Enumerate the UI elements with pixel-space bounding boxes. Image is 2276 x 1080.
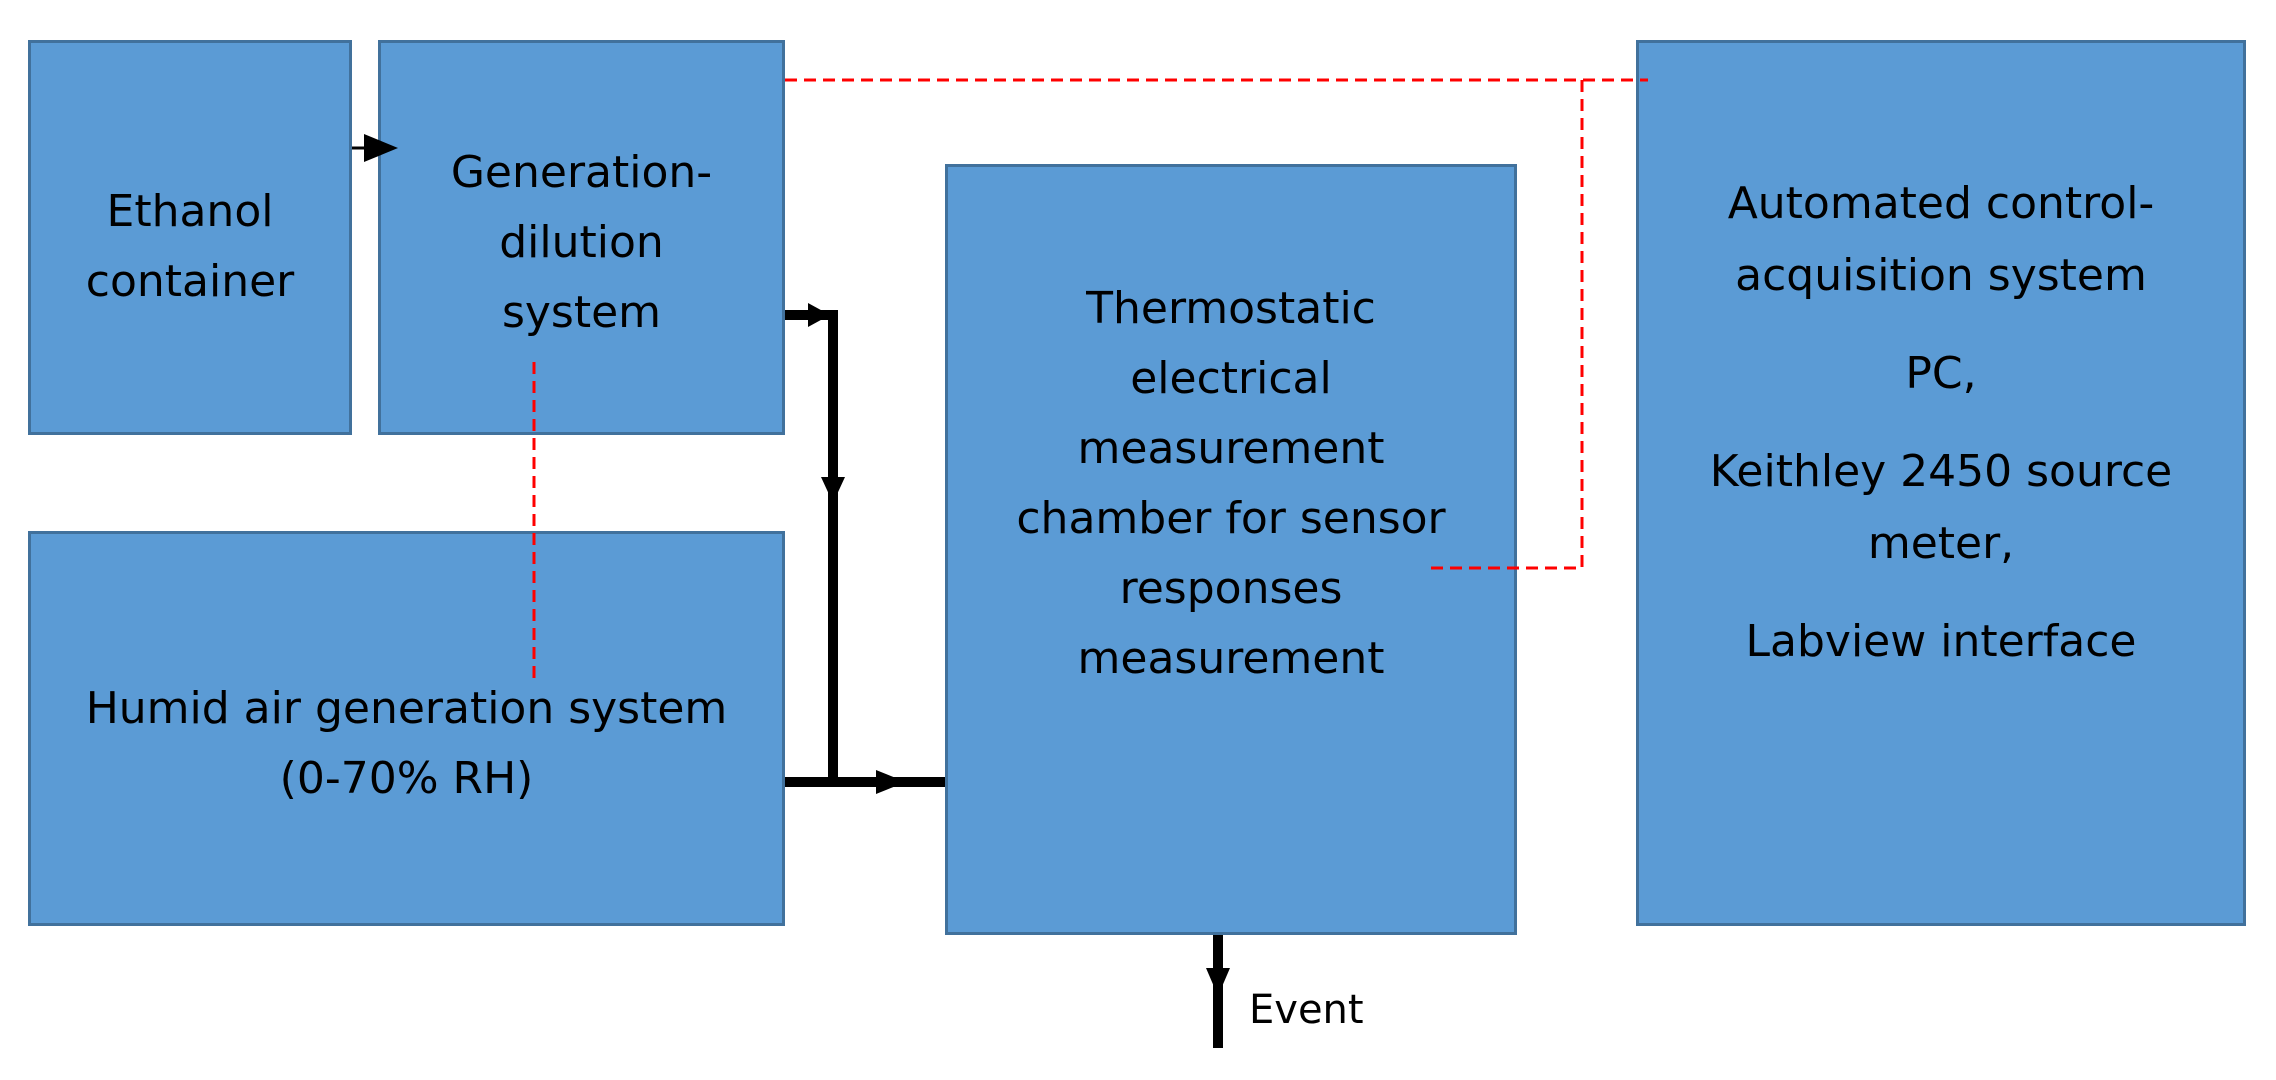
chamber-line-1: Thermostatic	[1086, 283, 1376, 334]
chamber-line-4: chamber for sensor	[1016, 493, 1446, 544]
control-line-1: Automated control-	[1727, 178, 2155, 229]
generation-dilution-line-1: Generation-	[450, 147, 713, 198]
humid-to-chamber-arrowhead	[876, 770, 906, 794]
ethanol-container-box: Ethanol container	[28, 40, 352, 435]
control-acquisition-system-box: Automated control- acquisition system PC…	[1636, 40, 2246, 926]
generation-dilution-line-3: system	[501, 287, 662, 338]
control-line-3: PC,	[1905, 348, 1977, 399]
ethanol-container-line-1: Ethanol	[106, 186, 274, 237]
generation-output-flow	[785, 310, 838, 782]
control-line-6: Labview interface	[1745, 616, 2137, 667]
generation-dilution-system-box: Generation- dilution system	[378, 40, 785, 435]
chamber-line-2: electrical	[1130, 353, 1332, 404]
event-output-arrowhead	[1206, 968, 1230, 996]
ethanol-to-generation-arrowhead	[364, 134, 398, 162]
generation-dilution-line-2: dilution	[499, 217, 664, 268]
chamber-line-6: measurement	[1077, 633, 1385, 684]
humid-air-line-2: (0-70% RH)	[279, 753, 534, 804]
control-line-5: meter,	[1867, 518, 2015, 569]
generation-output-arrowhead-right	[808, 303, 830, 327]
humid-air-generation-system-box: Humid air generation system (0-70% RH)	[28, 531, 785, 926]
chamber-line-3: measurement	[1077, 423, 1385, 474]
ethanol-container-line-2: container	[85, 256, 295, 307]
generation-output-arrowhead-down	[821, 477, 845, 503]
control-signal-line-chamber	[1424, 80, 1584, 570]
control-line-2: acquisition system	[1735, 250, 2147, 301]
humid-air-line-1: Humid air generation system	[85, 683, 728, 734]
event-label: Event	[1249, 987, 1364, 1033]
chamber-line-5: responses	[1119, 563, 1343, 614]
control-line-4: Keithley 2450 source	[1709, 446, 2173, 497]
measurement-chamber-box: Thermostatic electrical measurement cham…	[945, 164, 1517, 935]
